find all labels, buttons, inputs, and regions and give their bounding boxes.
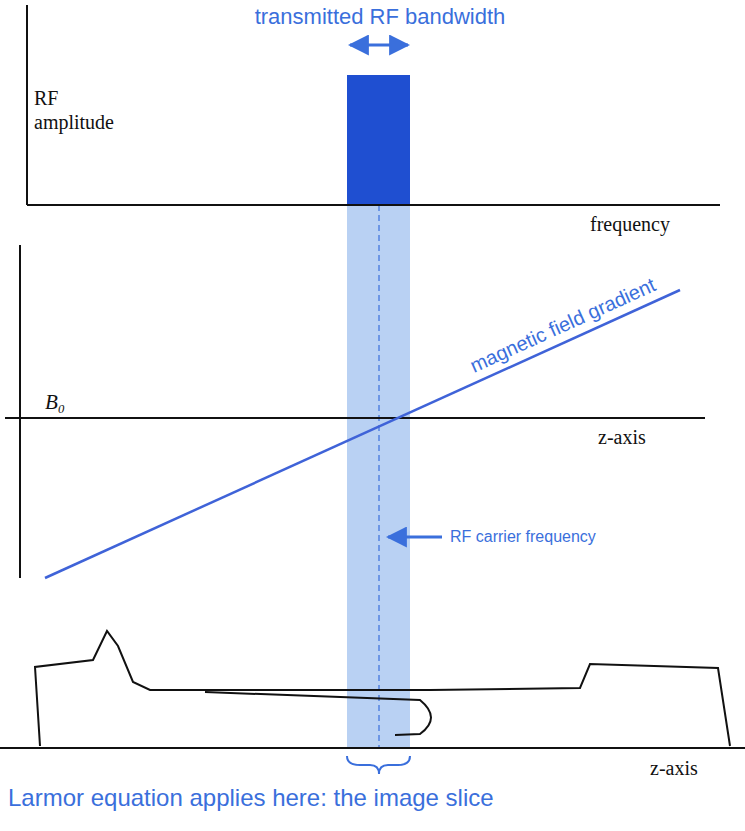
gradient-label: magnetic field gradient: [466, 273, 659, 378]
amplitude-axis: [26, 5, 28, 205]
slice-caption: Larmor equation applies here: the image …: [8, 784, 494, 813]
axis-label: z-axis: [598, 425, 646, 449]
axis-label: RF amplitude: [34, 86, 134, 134]
frequency-axis: [27, 204, 720, 206]
gradient-line: [45, 290, 680, 578]
table-z-axis: [0, 747, 745, 749]
bandwidth-arrow: [350, 44, 408, 47]
bandwidth-title: transmitted RF bandwidth: [255, 4, 506, 30]
axis-label: frequency: [590, 212, 670, 236]
slice-band: [347, 205, 410, 748]
patient-outline: [35, 631, 730, 746]
carrier-line: [378, 205, 379, 748]
rf-bandwidth-rect: [347, 75, 410, 205]
carrier-arrow: [388, 536, 442, 539]
z-axis-line: [5, 417, 705, 419]
carrier-label: RF carrier frequency: [450, 527, 596, 546]
field-axis: [19, 245, 21, 578]
slice-brace: [347, 756, 410, 774]
field-symbol: B₀: [45, 390, 65, 415]
patient-arm: [205, 692, 431, 735]
axis-label: z-axis: [650, 756, 698, 780]
